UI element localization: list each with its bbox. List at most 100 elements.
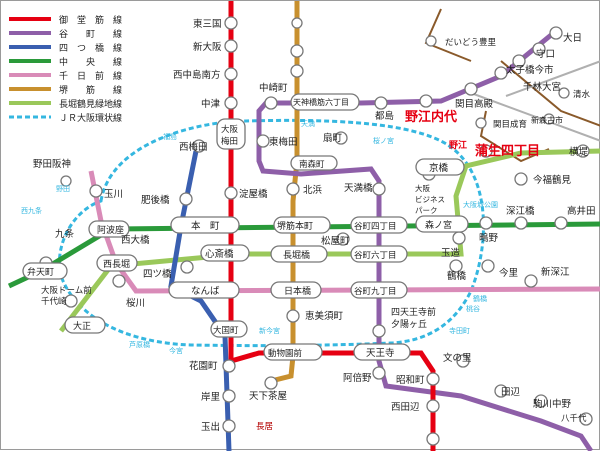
node-kitahama[interactable]	[286, 182, 300, 196]
jr-loop-line	[57, 118, 485, 348]
node-imazato[interactable]	[481, 259, 495, 273]
node-noe-uchindai[interactable]	[419, 94, 433, 108]
node-showacho[interactable]	[426, 372, 440, 386]
label-dobutsuen: 動物園前	[268, 348, 303, 359]
label-moriguchi: 守口	[536, 48, 555, 60]
node-tanabe[interactable]	[494, 384, 508, 398]
node-yokozutsumi[interactable]	[576, 144, 590, 158]
node-tamagawa[interactable]	[89, 184, 103, 198]
node-dainichi[interactable]	[549, 26, 563, 40]
node-shibashima[interactable]	[290, 64, 304, 78]
box-namba[interactable]	[168, 281, 240, 299]
box-daikokucho[interactable]	[210, 320, 248, 338]
node-nagai[interactable]	[426, 432, 440, 446]
node-nishinakajima[interactable]	[224, 67, 238, 81]
node-gamo[interactable]	[479, 144, 493, 158]
box-dobutsuen[interactable]	[263, 343, 323, 361]
box-kyobashi[interactable]	[415, 158, 465, 176]
label-shimizu: 清水	[573, 89, 591, 100]
node-ogimachi[interactable]	[334, 131, 348, 145]
box-tennoji[interactable]	[353, 343, 411, 361]
other-line-grey	[470, 60, 600, 142]
label-nishitanabe: 西田辺	[391, 402, 420, 413]
node-daido-toyosato[interactable]	[425, 35, 437, 47]
node-taishibashi[interactable]	[494, 66, 508, 80]
box-shinsaibashi[interactable]	[200, 244, 250, 262]
label-umeda-1: 大阪	[221, 124, 239, 135]
box-tanimachi4[interactable]	[350, 216, 408, 234]
node-sakuragawa[interactable]	[112, 274, 126, 288]
node-sembayashi[interactable]	[512, 54, 526, 68]
node-shimizu[interactable]	[558, 87, 570, 99]
node-matsuyamachi[interactable]	[336, 232, 350, 246]
node-tengachaya[interactable]	[264, 376, 278, 390]
box-sakaisuji-honmachi[interactable]	[273, 216, 331, 234]
label-tanimachi9: 谷町九丁目	[354, 287, 397, 297]
node-hanazonocho[interactable]	[222, 359, 236, 373]
node-higashiumeda[interactable]	[256, 134, 270, 148]
box-bentencho[interactable]	[22, 262, 68, 280]
node-tenmabashi[interactable]	[372, 182, 386, 196]
node-sekime-seiiku[interactable]	[475, 117, 487, 129]
box-morinomiya[interactable]	[415, 215, 469, 233]
node-nakazakicho[interactable]	[264, 96, 278, 110]
box-taisho[interactable]	[64, 316, 106, 334]
label-sekime-takadono: 関目高殿	[455, 98, 494, 110]
node-sakaisuji-north1[interactable]	[291, 17, 303, 29]
box-awaza[interactable]	[88, 220, 130, 238]
label-shitennoji-1: 四天王寺前	[391, 306, 436, 318]
node-komagawa[interactable]	[534, 394, 548, 408]
node-nakatsu[interactable]	[224, 96, 238, 110]
node-ebisucho[interactable]	[286, 309, 300, 323]
node-shitennoji[interactable]	[372, 324, 386, 338]
box-umeda[interactable]	[216, 118, 246, 150]
node-yachiyo[interactable]	[579, 412, 593, 426]
node-nodahanshin[interactable]	[60, 175, 72, 187]
box-tanimachi6[interactable]	[350, 245, 408, 263]
node-awajishima[interactable]	[290, 44, 304, 58]
label-bentencho: 弁天町	[27, 266, 54, 278]
jr-label-sakuranomiya: 桜ノ宮	[373, 136, 394, 145]
jr-label-ashiharabashi: 芦原橋	[129, 340, 150, 349]
node-shinfukae[interactable]	[524, 274, 538, 288]
node-tamatsukuri[interactable]	[452, 231, 466, 245]
node-kishinosato[interactable]	[222, 389, 236, 403]
node-fukae[interactable]	[514, 216, 528, 230]
label-imafuku: 今福鶴見	[533, 174, 572, 186]
node-sekime-takadono[interactable]	[464, 82, 478, 96]
node-imafuku[interactable]	[514, 172, 528, 186]
jr-label-tenma: 天満	[301, 120, 315, 128]
node-shinmori[interactable]	[543, 113, 555, 125]
node-takaida[interactable]	[554, 216, 568, 230]
node-shin-osaka[interactable]	[224, 39, 238, 53]
label-obp-2: ビジネス	[415, 195, 445, 204]
node-abeno[interactable]	[372, 366, 386, 380]
box-nipponbashi[interactable]	[270, 281, 322, 299]
node-nishiumeda[interactable]	[192, 139, 206, 153]
legend-label-midosuji: 御 堂 筋 線	[59, 14, 122, 26]
node-tamade[interactable]	[222, 419, 236, 433]
node-yodoyabashi[interactable]	[224, 186, 238, 200]
node-shigino[interactable]	[479, 216, 493, 230]
box-nagahoribashi[interactable]	[270, 245, 328, 263]
node-miyakojima[interactable]	[374, 96, 388, 110]
label-sembayashi: 千林大宮	[523, 81, 561, 93]
label-sakaisuji-honmachi: 堺筋本町	[277, 220, 313, 232]
label-kitahama: 北浜	[303, 185, 323, 196]
box-honmachi[interactable]	[170, 216, 240, 234]
node-moriguchi[interactable]	[532, 42, 546, 56]
node-higashi-mikuni[interactable]	[224, 16, 238, 30]
label-nakatsu: 中津	[201, 98, 221, 110]
keihan-line	[424, 8, 600, 163]
node-tsuruhashi[interactable]	[449, 259, 463, 273]
node-yotsubashi[interactable]	[180, 260, 194, 274]
box-tenjinbashi6[interactable]	[290, 93, 360, 111]
node-fuminosato[interactable]	[456, 354, 470, 368]
box-nishinagahori[interactable]	[96, 254, 138, 272]
box-minamimorimachi[interactable]	[290, 155, 338, 171]
node-higobashi[interactable]	[179, 192, 193, 206]
label-tanabe: 田辺	[501, 387, 521, 398]
box-tanimachi9[interactable]	[350, 281, 408, 299]
node-nishitanabe[interactable]	[426, 399, 440, 413]
node-osaka-dome[interactable]	[64, 294, 78, 308]
